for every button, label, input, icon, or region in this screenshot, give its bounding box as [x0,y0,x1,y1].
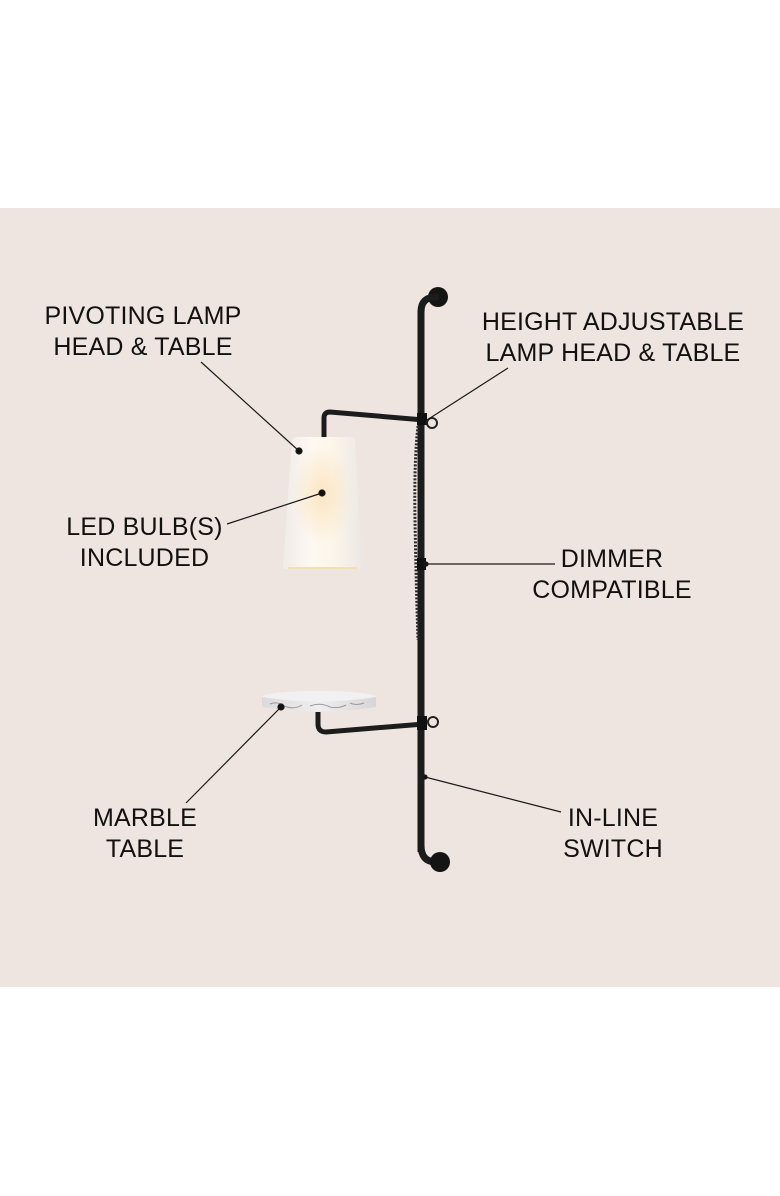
leader-led [226,492,323,525]
marble-tabletop [262,691,376,712]
diagram-panel [0,208,780,987]
callout-inline-switch: IN-LINE SWITCH [550,803,676,865]
leader-marble [185,706,282,804]
power-cord [413,425,420,641]
callout-line: LED BULB(S) [66,513,223,541]
dimmer-collar [417,558,426,570]
callout-line: COMPATIBLE [532,576,692,604]
callout-marble-table: MARBLE TABLE [80,803,210,865]
callout-pivoting-lamp-head: PIVOTING LAMP HEAD & TABLE [28,301,258,363]
callout-dimmer-compatible: DIMMER COMPATIBLE [517,544,707,606]
leader-pivoting [200,361,300,452]
callout-line: DIMMER [560,545,664,573]
leader-switch [424,776,562,813]
callout-line: PIVOTING LAMP [44,302,242,330]
callout-line: SWITCH [563,835,663,863]
leader-height [426,367,509,421]
callout-line: MARBLE [92,804,197,832]
table-arm [315,712,439,735]
callout-line: HEIGHT ADJUSTABLE [481,308,745,336]
lamp-arm [321,409,438,440]
lamp-shade [283,437,362,569]
callout-leader-lines [185,361,562,813]
callout-line: LAMP HEAD & TABLE [485,339,741,367]
callout-line: INCLUDED [79,544,210,572]
wall-mount-bottom [417,841,450,872]
callout-line: TABLE [105,835,185,863]
callout-height-adjustable: HEIGHT ADJUSTABLE LAMP HEAD & TABLE [468,307,758,369]
callout-line: IN-LINE [567,804,659,832]
callout-led-bulbs: LED BULB(S) INCLUDED [52,512,237,574]
callout-line: HEAD & TABLE [53,333,233,361]
